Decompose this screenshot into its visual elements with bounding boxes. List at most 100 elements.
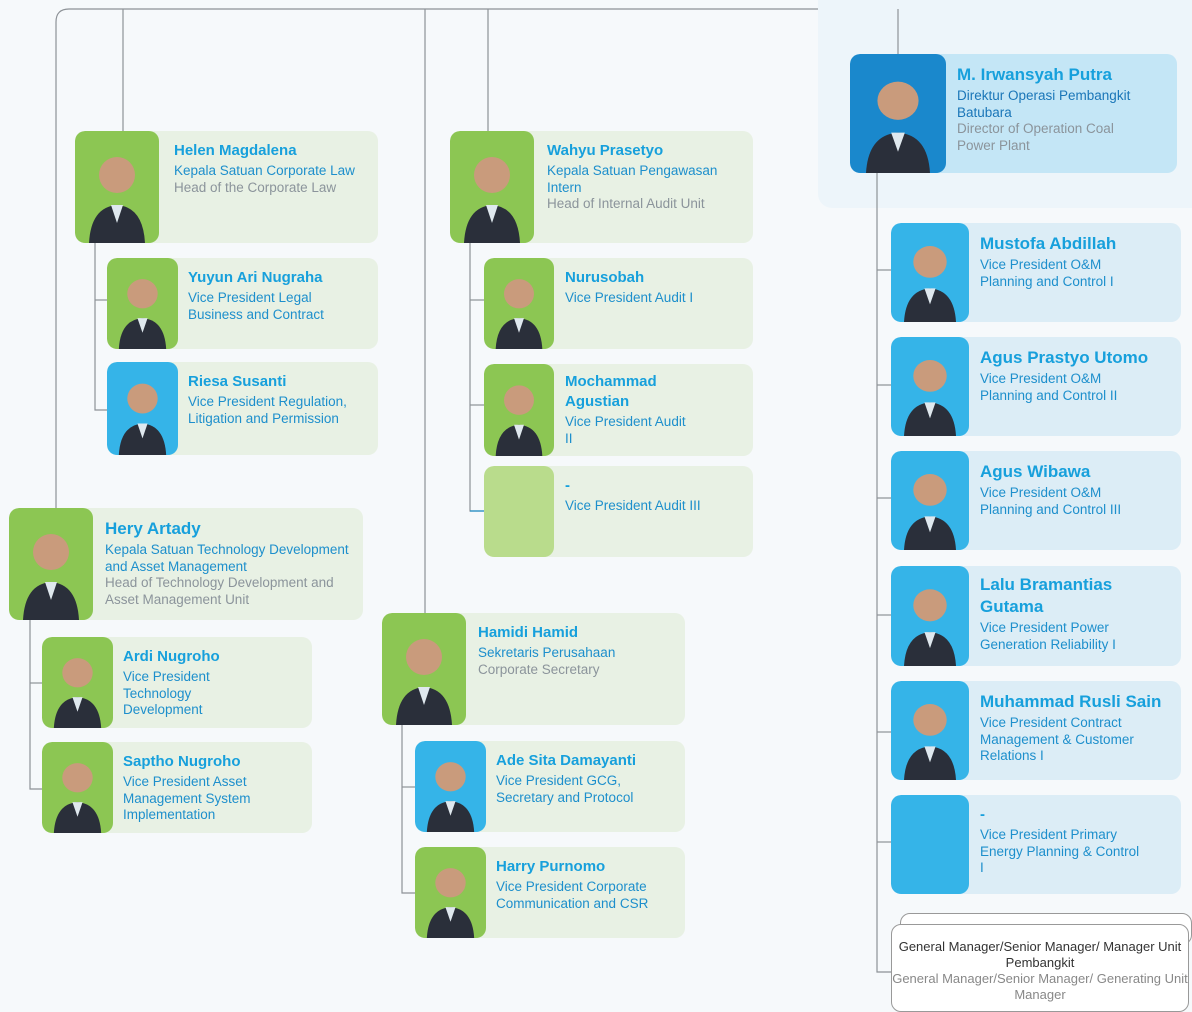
person-silhouette-icon <box>464 157 520 243</box>
person-silhouette-icon <box>426 868 475 938</box>
person-photo <box>107 362 178 455</box>
vacant-photo-placeholder <box>484 466 554 557</box>
person-silhouette-icon <box>426 762 475 832</box>
person-photo <box>107 258 178 349</box>
person-photo <box>891 337 969 436</box>
person-silhouette-icon <box>866 81 930 173</box>
irwansyah-putra-director-card: M. Irwansyah Putra Direktur Operasi Pemb… <box>850 54 1177 173</box>
person-role: Kepala Satuan Corporate Law <box>174 163 355 178</box>
generating-unit-manager-box: General Manager/Senior Manager/ Manager … <box>891 924 1189 1012</box>
person-role: Vice President GCG, Secretary and Protoc… <box>496 773 634 805</box>
person-silhouette-icon <box>904 359 956 436</box>
person-silhouette-icon <box>904 703 956 780</box>
person-role: Vice President Regulation, Litigation an… <box>188 394 347 426</box>
hamidi-hamid-card: Hamidi Hamid Sekretaris Perusahaan Corpo… <box>382 613 685 725</box>
person-role: Kepala Satuan Pengawasan Intern <box>547 163 718 195</box>
vacant-audit-iii-card: - Vice President Audit III <box>484 466 753 557</box>
person-photo <box>891 566 969 666</box>
person-silhouette-icon <box>904 589 956 666</box>
person-silhouette-icon <box>53 763 102 833</box>
person-name: M. Irwansyah Putra <box>957 65 1112 84</box>
mustofa-abdillah-card: Mustofa Abdillah Vice President O&M Plan… <box>891 223 1181 322</box>
person-photo <box>75 131 159 243</box>
person-name: Ade Sita Damayanti <box>496 752 637 769</box>
person-role: Vice President Corporate Communication a… <box>496 879 649 911</box>
person-role: Vice President Audit I <box>565 290 694 305</box>
person-name: Harry Purnomo <box>496 858 606 875</box>
person-photo <box>891 223 969 322</box>
lalu-bramantias-gutama-card: Lalu Bramantias Gutama Vice President Po… <box>891 566 1181 666</box>
person-silhouette-icon <box>23 534 79 620</box>
person-role: Direktur Operasi Pembangkit Batubara <box>957 88 1131 120</box>
person-name: Hamidi Hamid <box>478 624 579 641</box>
person-role: Vice President Asset Management System I… <box>123 774 251 822</box>
person-name: Mochammad Agustian <box>565 373 657 410</box>
person-role: Vice President O&M Planning and Control … <box>980 371 1118 403</box>
unit-title-english: General Manager/Senior Manager/ Generati… <box>892 971 1188 1002</box>
person-role: Vice President O&M Planning and Control … <box>980 485 1122 517</box>
person-photo <box>9 508 93 620</box>
person-photo <box>891 451 969 550</box>
person-photo <box>415 847 486 938</box>
person-name: Riesa Susanti <box>188 373 287 390</box>
riesa-susanti-card: Riesa Susanti Vice President Regulation,… <box>107 362 378 455</box>
saptho-nugroho-card: Saptho Nugroho Vice President Asset Mana… <box>42 742 312 833</box>
mochammad-agustian-card: Mochammad Agustian Vice President Audit … <box>484 364 753 456</box>
person-silhouette-icon <box>118 279 167 349</box>
ade-sita-damayanti-card: Ade Sita Damayanti Vice President GCG, S… <box>415 741 685 832</box>
person-role-english: Corporate Secretary <box>478 661 600 677</box>
person-role: Sekretaris Perusahaan <box>478 645 616 660</box>
person-name: Mustofa Abdillah <box>980 234 1117 253</box>
person-name: Muhammad Rusli Sain <box>980 692 1162 711</box>
agus-wibawa-card: Agus Wibawa Vice President O&M Planning … <box>891 451 1181 550</box>
person-role: Kepala Satuan Technology Development and… <box>105 542 349 574</box>
person-name: Wahyu Prasetyo <box>547 142 664 159</box>
person-photo <box>42 742 113 833</box>
person-role-english: Head of Technology Development and Asset… <box>105 575 334 607</box>
person-name: - <box>565 477 570 494</box>
person-name: Nurusobah <box>565 269 645 286</box>
vacant-photo-placeholder <box>891 795 969 894</box>
person-name: Yuyun Ari Nugraha <box>188 269 323 286</box>
ardi-nugroho-card: Ardi Nugroho Vice President Technology D… <box>42 637 312 728</box>
person-name: Agus Wibawa <box>980 462 1091 481</box>
person-role: Vice President Audit III <box>565 498 701 513</box>
person-silhouette-icon <box>904 245 956 322</box>
person-photo <box>484 258 554 349</box>
person-name: Agus Prastyo Utomo <box>980 348 1149 367</box>
wahyu-prasetyo-card: Wahyu Prasetyo Kepala Satuan Pengawasan … <box>450 131 753 243</box>
person-photo <box>382 613 466 725</box>
person-photo <box>415 741 486 832</box>
person-name: Hery Artady <box>105 519 201 538</box>
person-role: Vice President Primary Energy Planning &… <box>980 827 1140 875</box>
person-role: Vice President Audit II <box>565 414 686 446</box>
person-name: Helen Magdalena <box>174 142 297 159</box>
agus-prastyo-utomo-card: Agus Prastyo Utomo Vice President O&M Pl… <box>891 337 1181 436</box>
hery-artady-card: Hery Artady Kepala Satuan Technology Dev… <box>9 508 363 620</box>
muhammad-rusli-sain-card: Muhammad Rusli Sain Vice President Contr… <box>891 681 1181 780</box>
person-silhouette-icon <box>495 279 543 349</box>
person-role-english: Head of the Corporate Law <box>174 179 337 195</box>
person-silhouette-icon <box>53 658 102 728</box>
person-role: Vice President O&M Planning and Control … <box>980 257 1114 289</box>
person-photo <box>450 131 534 243</box>
person-role: Vice President Technology Development <box>123 669 210 717</box>
person-silhouette-icon <box>118 383 167 455</box>
helen-magdalena-card: Helen Magdalena Kepala Satuan Corporate … <box>75 131 378 243</box>
person-photo <box>850 54 946 173</box>
person-silhouette-icon <box>89 157 145 243</box>
person-role-english: Director of Operation Coal Power Plant <box>957 121 1114 153</box>
yuyun-ari-nugraha-card: Yuyun Ari Nugraha Vice President Legal B… <box>107 258 378 349</box>
person-name: - <box>980 806 985 823</box>
person-name: Ardi Nugroho <box>123 648 220 665</box>
unit-title: General Manager/Senior Manager/ Manager … <box>898 939 1182 970</box>
person-role: Vice President Legal Business and Contra… <box>188 290 324 322</box>
nurusobah-card: Nurusobah Vice President Audit I <box>484 258 753 349</box>
person-silhouette-icon <box>495 385 543 456</box>
person-name: Saptho Nugroho <box>123 753 241 770</box>
person-role-english: Head of Internal Audit Unit <box>547 196 705 211</box>
person-photo <box>891 681 969 780</box>
person-photo <box>42 637 113 728</box>
person-role: Vice President Contract Management & Cus… <box>980 715 1134 763</box>
